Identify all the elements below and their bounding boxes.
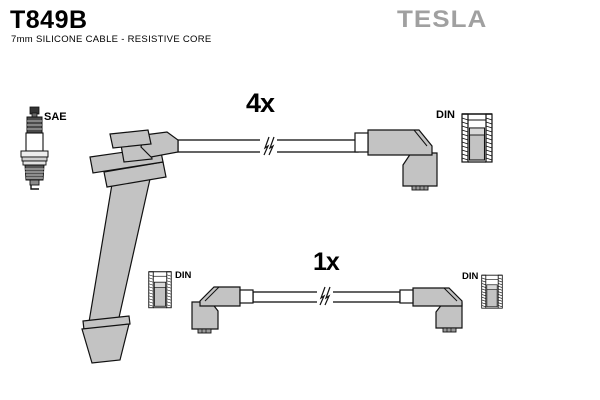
- brand-logo: TESLA: [397, 5, 488, 33]
- cable-break-mark: [317, 286, 333, 306]
- cable-bottom: [252, 286, 401, 306]
- elbow-boot-top-right: [354, 129, 438, 191]
- din-terminal-cutaway-icon-bottom-left: [148, 271, 172, 309]
- din-label-bottom-left: DIN: [175, 270, 192, 281]
- quantity-label-top-set: 4x: [246, 88, 275, 118]
- boot-nipple: [442, 327, 457, 333]
- cable-ferrule: [354, 132, 369, 153]
- pencil-boot-icon: [81, 129, 179, 364]
- din-label-bottom-right: DIN: [462, 271, 479, 282]
- cable-ferrule: [399, 289, 414, 304]
- boot-nipple: [411, 185, 429, 191]
- din-terminal-cutaway-icon-bottom-right: [481, 274, 503, 309]
- part-number: T849B: [10, 6, 88, 34]
- din-label-top: DIN: [436, 109, 455, 121]
- boot-nipple: [197, 328, 212, 334]
- cable-break-mark: [260, 136, 277, 156]
- sae-label: SAE: [44, 111, 67, 123]
- elbow-boot-bottom-right: [399, 287, 463, 333]
- cable-ferrule: [239, 289, 254, 304]
- spark-plug-icon: [20, 106, 49, 190]
- din-terminal-cutaway-icon-top: [461, 113, 493, 163]
- quantity-label-bottom-set: 1x: [313, 248, 340, 276]
- cable-top: [177, 136, 359, 156]
- product-description: 7mm SILICONE CABLE - RESISTIVE CORE: [11, 34, 212, 45]
- elbow-boot-bottom-left: [191, 286, 254, 334]
